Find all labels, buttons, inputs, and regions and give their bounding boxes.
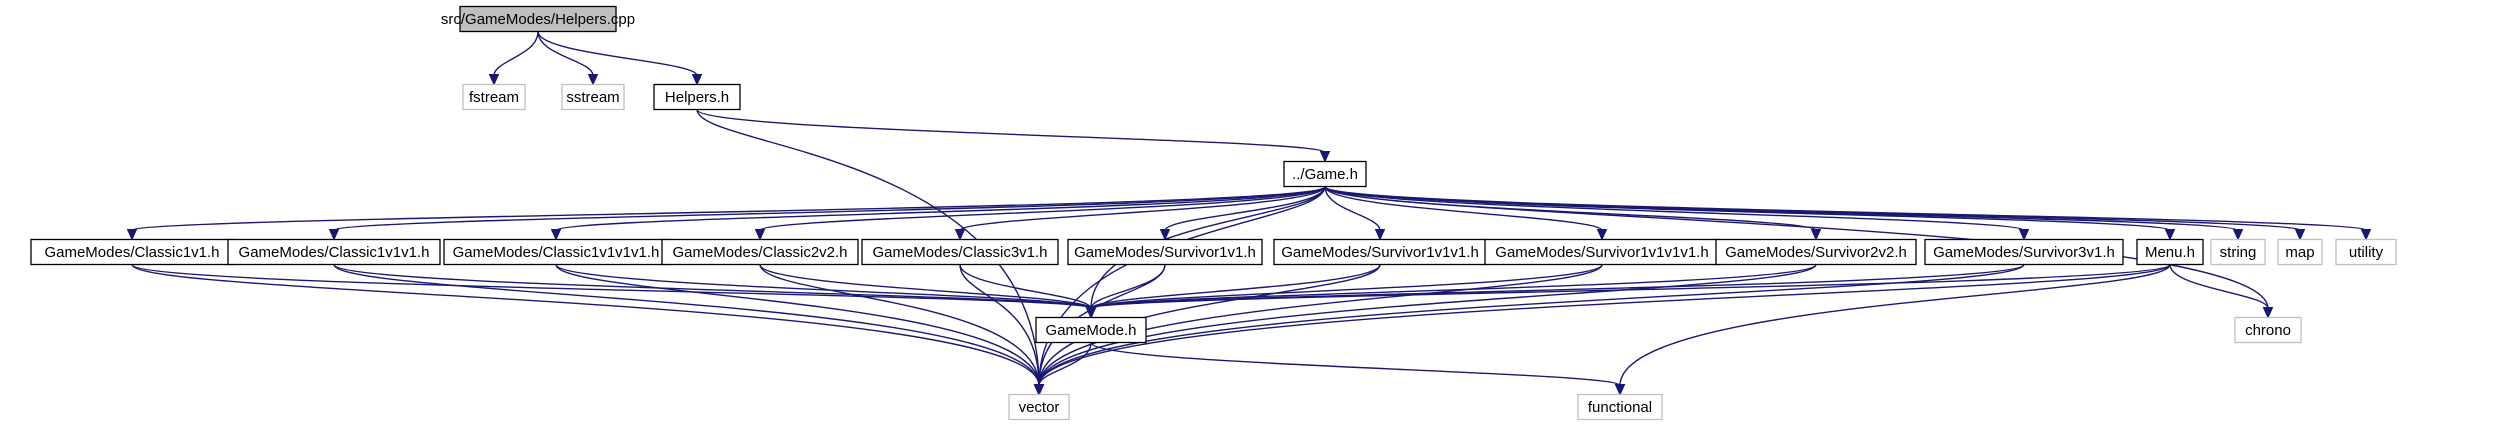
edge-menu-h-to-gamemode-h [1085, 263, 2171, 319]
node-label: Menu.h [2145, 244, 2195, 261]
edge-game-h-to-menu-h [1324, 185, 2176, 241]
node-survivor3v1[interactable]: GameModes/Survivor3v1.h [1924, 238, 2124, 266]
node-box [561, 83, 625, 111]
node-label: ../Game.h [1292, 166, 1358, 183]
node-box [2277, 238, 2323, 266]
edge-game-h-to-survivor3v1 [1324, 185, 2030, 241]
edge-survivor2v2-to-vector [1033, 263, 1817, 396]
node-label: GameModes/Classic2v2.h [672, 244, 847, 261]
edge-helpers-cpp-to-fstream [488, 31, 539, 86]
node-classic1v1v1[interactable]: GameModes/Classic1v1v1.h [227, 238, 441, 266]
edge-helpers-cpp-to-helpers-h [537, 31, 703, 86]
node-label: GameModes/Classic1v1.h [44, 244, 219, 261]
node-sstream: sstream [561, 83, 625, 111]
edge-game-h-to-classic1v1v1v1 [550, 185, 1326, 241]
node-label: GameModes/Survivor1v1v1.h [1281, 244, 1479, 261]
edge-gamemode-h-to-vector [1033, 342, 1092, 396]
edge-menu-h-to-chrono [2169, 264, 2274, 319]
node-box [2136, 238, 2204, 266]
node-vector: vector [1008, 393, 1070, 421]
nodes-layer: src/GameModes/Helpers.cpp fstream sstream H… [30, 5, 2397, 421]
node-label: utility [2349, 244, 2384, 261]
node-label: GameModes/Classic3v1.h [872, 244, 1047, 261]
node-chrono: chrono [2234, 316, 2302, 344]
node-label: map [2285, 244, 2314, 261]
node-game-h[interactable]: ../Game.h [1283, 160, 1367, 188]
node-box [2210, 238, 2266, 266]
node-label: GameModes/Classic1v1v1.h [239, 244, 430, 261]
node-label: GameMode.h [1046, 322, 1137, 339]
node-box [653, 83, 741, 111]
edge-game-h-to-classic1v1 [126, 185, 1326, 241]
edge-game-h-to-classic3v1 [954, 186, 1326, 241]
node-helpers-h[interactable]: Helpers.h [653, 83, 741, 111]
node-label: GameModes/Survivor2v2.h [1725, 244, 1907, 261]
node-classic2v2[interactable]: GameModes/Classic2v2.h [661, 238, 859, 266]
node-box [861, 238, 1059, 266]
node-label: GameModes/Survivor1v1.h [1074, 244, 1256, 261]
node-helpers-cpp[interactable]: src/GameModes/Helpers.cpp [441, 5, 635, 33]
node-label: vector [1019, 399, 1060, 416]
node-box [459, 5, 617, 33]
node-menu-h[interactable]: Menu.h [2136, 238, 2204, 266]
node-label: GameModes/Classic1v1v1v1.h [453, 244, 660, 261]
node-label: string [2220, 244, 2257, 261]
node-box [1715, 238, 1917, 266]
node-string: string [2210, 238, 2266, 266]
node-utility: utility [2335, 238, 2397, 266]
edge-survivor1v1-to-gamemode-h [1085, 264, 1166, 319]
node-map: map [2277, 238, 2323, 266]
node-label: src/GameModes/Helpers.cpp [441, 11, 635, 28]
node-box [1035, 316, 1147, 344]
node-label: chrono [2245, 322, 2291, 339]
edge-game-h-to-classic2v2 [754, 185, 1326, 241]
node-classic3v1[interactable]: GameModes/Classic3v1.h [861, 238, 1059, 266]
node-box [1008, 393, 1070, 421]
node-box [1924, 238, 2124, 266]
edge-gamemode-h-to-functional [1090, 341, 1626, 396]
edge-game-h-to-survivor1v1v1 [1324, 186, 1386, 241]
node-label: sstream [566, 89, 619, 106]
edge-game-h-to-survivor1v1v1v1 [1324, 186, 1608, 241]
node-survivor1v1v1[interactable]: GameModes/Survivor1v1v1.h [1273, 238, 1487, 266]
node-box [462, 83, 526, 111]
edge-helpers-cpp-to-sstream [537, 31, 599, 86]
node-classic1v1[interactable]: GameModes/Classic1v1.h [30, 238, 234, 266]
node-survivor1v1[interactable]: GameModes/Survivor1v1.h [1067, 238, 1263, 266]
node-box [2234, 316, 2302, 344]
node-box [1067, 238, 1263, 266]
node-box [2335, 238, 2397, 266]
node-classic1v1v1v1[interactable]: GameModes/Classic1v1v1v1.h [443, 238, 669, 266]
node-box [227, 238, 441, 266]
edge-game-h-to-classic1v1v1 [328, 185, 1326, 241]
edges-layer [126, 31, 2372, 396]
node-survivor1v1v1v1[interactable]: GameModes/Survivor1v1v1v1.h [1484, 238, 1720, 266]
node-label: GameModes/Survivor1v1v1v1.h [1495, 244, 1708, 261]
edge-classic3v1-to-vector [959, 264, 1045, 396]
node-label: fstream [469, 89, 519, 106]
node-label: GameModes/Survivor3v1.h [1933, 244, 2115, 261]
edge-classic2v2-to-gamemode-h [759, 264, 1097, 319]
edge-classic1v1-to-gamemode-h [131, 263, 1097, 319]
node-box [1283, 160, 1367, 188]
node-label: Helpers.h [665, 89, 729, 106]
node-box [1577, 393, 1663, 421]
node-label: functional [1588, 399, 1652, 416]
edge-game-h-to-survivor1v1 [1159, 186, 1326, 241]
node-box [661, 238, 859, 266]
node-gamemode-h[interactable]: GameMode.h [1035, 316, 1147, 344]
edge-classic1v1v1-to-vector [333, 264, 1045, 396]
node-fstream: fstream [462, 83, 526, 111]
edge-game-h-to-utility [1324, 185, 2372, 241]
node-functional: functional [1577, 393, 1663, 421]
node-survivor2v2[interactable]: GameModes/Survivor2v2.h [1715, 238, 1917, 266]
edge-helpers-h-to-game-h [696, 108, 1331, 163]
